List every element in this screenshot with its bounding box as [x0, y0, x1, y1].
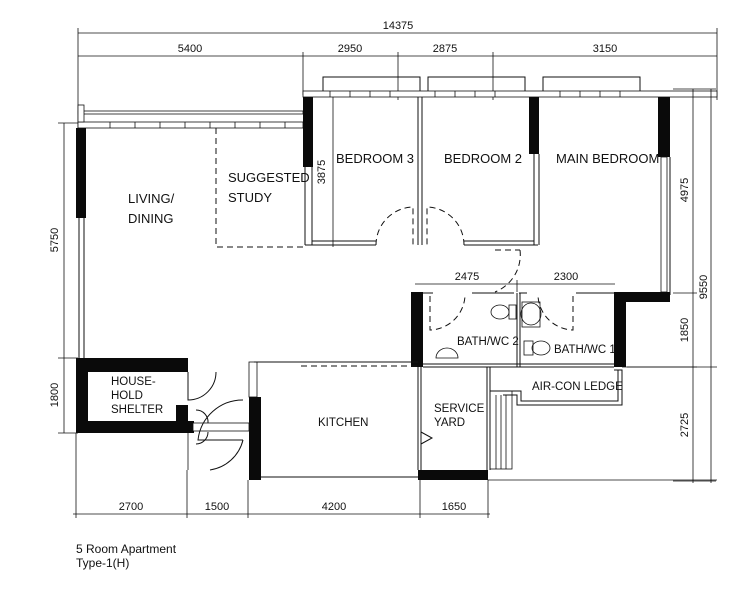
label-shelter-1: HOUSE- — [111, 376, 156, 388]
label-service-2: YARD — [434, 417, 465, 429]
room-labels: LIVING/ DINING SUGGESTED STUDY BEDROOM 3… — [111, 151, 659, 429]
dim-right-3: 2725 — [679, 413, 691, 437]
dim-bath1-width: 2300 — [554, 271, 578, 283]
dim-right-total: 9550 — [698, 275, 710, 299]
label-aircon: AIR-CON LEDGE — [532, 381, 623, 393]
plan-subtitle: Type-1(H) — [76, 556, 130, 570]
plan-title: 5 Room Apartment — [76, 542, 177, 556]
dim-top-1: 5400 — [178, 43, 202, 55]
toilet-icon — [531, 340, 551, 356]
label-shelter-2: HOLD — [111, 390, 143, 402]
label-bath2: BATH/WC 2 — [457, 336, 519, 348]
dim-bottom-3: 4200 — [322, 501, 346, 513]
dim-top-3: 2875 — [433, 43, 457, 55]
dim-bottom-4: 1650 — [442, 501, 466, 513]
walls — [76, 90, 718, 481]
label-living-2: DINING — [128, 211, 174, 226]
label-bath1: BATH/WC 1 — [554, 344, 616, 356]
dim-right-1: 4975 — [679, 178, 691, 202]
label-study-1: SUGGESTED — [228, 170, 310, 185]
dim-bath2-width: 2475 — [455, 271, 479, 283]
label-bedroom2: BEDROOM 2 — [444, 151, 522, 166]
bottom-dimensions: 2700 1500 4200 1650 — [73, 433, 490, 518]
label-living-1: LIVING/ — [128, 191, 175, 206]
label-kitchen: KITCHEN — [318, 417, 368, 429]
basin-icon — [520, 302, 542, 326]
toilet-icon — [490, 304, 510, 320]
inner-dimensions: 3875 2475 2300 — [316, 97, 615, 292]
label-service-1: SERVICE — [434, 403, 485, 415]
label-shelter-3: SHELTER — [111, 404, 163, 416]
dim-bottom-2: 1500 — [205, 501, 229, 513]
plan-caption: 5 Room Apartment Type-1(H) — [76, 542, 176, 570]
dim-right-2: 1850 — [679, 318, 691, 342]
dim-top-total: 14375 — [383, 20, 414, 32]
dim-left-2: 1800 — [49, 383, 61, 407]
right-dimensions: 4975 1850 2725 9550 — [627, 88, 716, 483]
bay-windows — [322, 76, 641, 96]
dim-top-2: 2950 — [338, 43, 362, 55]
dim-bottom-1: 2700 — [119, 501, 143, 513]
fixtures — [435, 301, 551, 359]
basin-icon — [435, 347, 459, 359]
study-boundary — [215, 128, 303, 248]
doors — [187, 206, 574, 471]
left-dimensions: 5750 1800 — [49, 122, 78, 434]
dim-top-4: 3150 — [593, 43, 617, 55]
dim-left-1: 5750 — [49, 228, 61, 252]
top-dimensions: 14375 5400 2950 2875 3150 — [77, 20, 718, 130]
dim-bedroom3-depth: 3875 — [316, 160, 328, 184]
label-main-bedroom: MAIN BEDROOM — [556, 151, 659, 166]
label-bedroom3: BEDROOM 3 — [336, 151, 414, 166]
label-study-2: STUDY — [228, 190, 272, 205]
